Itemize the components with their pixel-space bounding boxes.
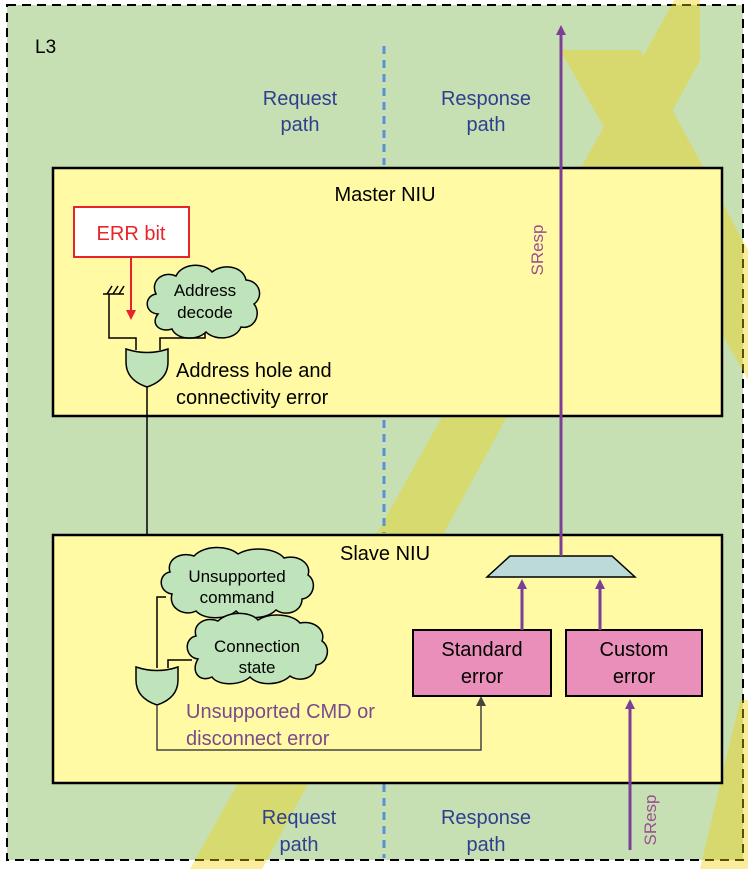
address-decode-cloud — [146, 264, 261, 339]
unsupported-line2: command — [200, 588, 275, 607]
response-mux — [485, 555, 637, 578]
master-error-line1: Address hole and — [176, 360, 332, 382]
slave-or-gate — [135, 665, 179, 706]
standard-error-line1: Standard — [441, 639, 522, 661]
err-bit-box — [73, 206, 190, 258]
slave-niu-title: Slave NIU — [340, 543, 430, 565]
top-response-label-2: path — [467, 114, 506, 136]
top-request-label-1: Request — [263, 88, 338, 110]
custom-error-line2: error — [613, 666, 656, 688]
slave-error-line1: Unsupported CMD or — [186, 701, 375, 723]
custom-error-box — [565, 629, 703, 697]
unsupported-wire — [156, 596, 166, 668]
top-request-label-2: path — [281, 114, 320, 136]
top-response-label-1: Response — [441, 88, 531, 110]
ground-symbol — [103, 285, 137, 350]
bottom-request-label-2: path — [280, 834, 319, 856]
sresp-top-label: SResp — [528, 224, 547, 275]
address-decode-line1: Address — [174, 281, 236, 300]
master-error-line2: connectivity error — [176, 387, 329, 409]
bottom-response-label-1: Response — [441, 807, 531, 829]
address-decode-line2: decode — [177, 303, 233, 322]
region-label: L3 — [35, 37, 56, 58]
bottom-response-label-2: path — [467, 834, 506, 856]
err-bit-label: ERR bit — [97, 223, 166, 245]
unsupported-line1: Unsupported — [188, 567, 285, 586]
standard-error-box — [412, 629, 552, 697]
slave-gate-to-standard-wire — [156, 696, 486, 751]
bottom-request-label-1: Request — [262, 807, 337, 829]
connection-line1: Connection — [214, 637, 300, 656]
connection-state-cloud — [186, 612, 329, 685]
decode-wire — [159, 333, 206, 350]
master-or-gate — [125, 347, 169, 388]
sresp-bottom-label: SResp — [641, 794, 660, 845]
connection-wire — [167, 659, 192, 668]
connection-line2: state — [239, 658, 276, 677]
slave-error-line2: disconnect error — [186, 728, 330, 750]
standard-error-line2: error — [461, 666, 504, 688]
master-niu-title: Master NIU — [334, 184, 435, 206]
custom-error-line1: Custom — [600, 639, 669, 661]
